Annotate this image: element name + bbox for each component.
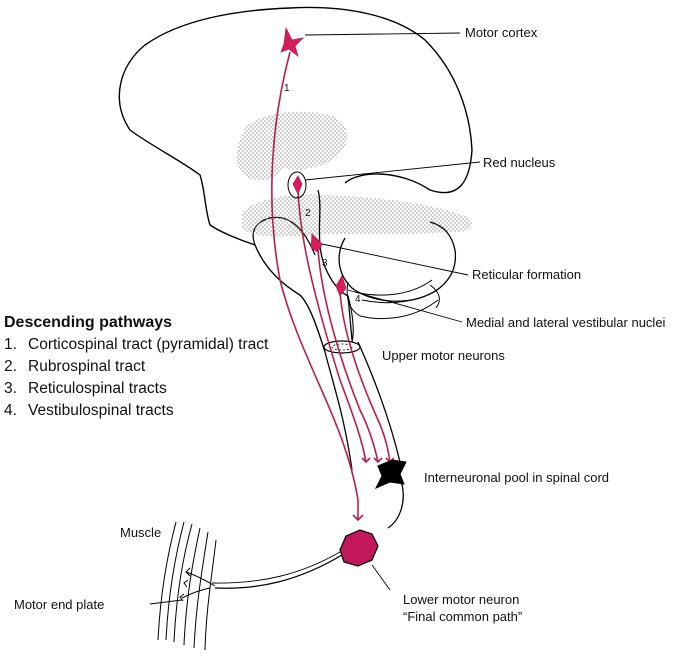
spinal-cord-left <box>324 351 353 471</box>
tract-number-2: 2 <box>305 208 311 219</box>
descending-pathways-legend: Descending pathways 1. Corticospinal tra… <box>4 312 268 422</box>
tract-number-3: 3 <box>322 258 328 269</box>
lower-motor-neuron <box>339 529 379 567</box>
label-reticular-formation: Reticular formation <box>472 267 582 282</box>
legend-item-text: Reticulospinal tracts <box>28 380 167 397</box>
legend-item: 2. Rubrospinal tract <box>4 356 268 378</box>
label-upper-motor-neurons: Upper motor neurons <box>382 348 505 363</box>
reticular-formation-neuron <box>310 233 323 253</box>
reticulospinal-tract-line <box>317 249 379 463</box>
spinal-cord-right <box>357 341 401 463</box>
cerebellum-folia <box>346 279 441 320</box>
label-lower-motor-neuron: Lower motor neuron <box>403 592 520 607</box>
pointer-lines <box>149 32 481 605</box>
legend-item-text: Vestibulospinal tracts <box>28 402 174 419</box>
lmn-axon <box>214 554 343 589</box>
thalamus-stipple <box>236 111 348 181</box>
legend-title: Descending pathways <box>4 314 173 331</box>
rubrospinal-tract-line <box>297 189 367 463</box>
legend-item-number: 2. <box>4 358 17 375</box>
label-muscle: Muscle <box>120 525 162 540</box>
pons-outline <box>347 295 354 343</box>
legend-item-text: Rubrospinal tract <box>28 358 146 375</box>
legend-item-text: Corticospinal tract (pyramidal) tract <box>28 336 269 353</box>
vestibulospinal-tract-line <box>339 289 391 463</box>
label-final-common-path: “Final common path” <box>403 609 523 624</box>
cerebrum-outline <box>118 6 473 353</box>
muscle-fibers <box>157 521 217 651</box>
label-interneuronal-pool: Interneuronal pool in spinal cord <box>424 470 610 485</box>
legend-item-number: 1. <box>4 336 17 353</box>
spinal-cord-cross-section <box>323 340 361 354</box>
legend-item: 3. Reticulospinal tracts <box>4 378 268 400</box>
lower-neuron-terminal <box>352 514 364 522</box>
tract-number-4: 4 <box>355 294 361 305</box>
descending-tracts <box>271 51 395 522</box>
label-motor-cortex: Motor cortex <box>465 25 538 40</box>
vestibular-neuron <box>335 275 347 297</box>
brainstem-stipple <box>242 194 472 237</box>
legend-item: 4. Vestibulospinal tracts <box>4 400 268 422</box>
interneuron-to-lmn <box>387 477 404 529</box>
label-red-nucleus: Red nucleus <box>483 155 556 170</box>
legend-item-number: 3. <box>4 380 17 397</box>
motor-end-plate <box>179 567 216 602</box>
tract-number-1: 1 <box>284 83 290 94</box>
label-vestibular-nuclei: Medial and lateral vestibular nuclei <box>466 315 666 330</box>
interneuronal-pool-neuron <box>374 459 407 489</box>
motor-cortex-neuron <box>280 26 305 58</box>
corticospinal-tract-line <box>271 51 359 520</box>
red-nucleus-outline <box>287 171 307 199</box>
red-nucleus-neuron <box>292 175 303 195</box>
legend-item-number: 4. <box>4 402 17 419</box>
legend-item: 1. Corticospinal tract (pyramidal) tract <box>4 334 268 356</box>
label-motor-end-plate: Motor end plate <box>14 597 105 612</box>
